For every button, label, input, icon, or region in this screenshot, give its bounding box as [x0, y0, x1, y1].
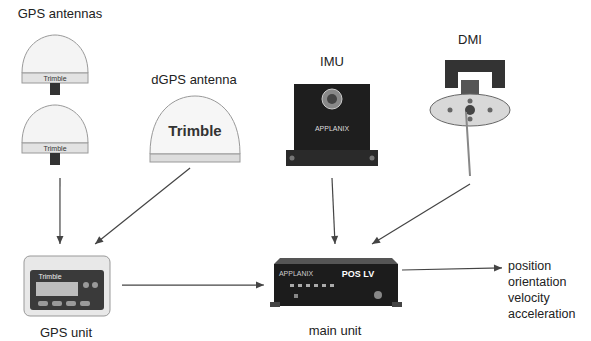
dmi-picture — [430, 60, 510, 176]
antenna-picture — [22, 35, 88, 95]
device-label: GPS antennas — [8, 6, 112, 21]
dgps-antenna-picture — [150, 96, 240, 162]
connector-arrow — [402, 265, 502, 272]
device-label: GPS unit — [14, 325, 118, 340]
brand-label: Trimble — [43, 75, 66, 82]
brand-label: POS LV — [342, 270, 374, 279]
antenna-picture — [22, 105, 88, 165]
device-label: DMI — [420, 32, 520, 47]
brand-label: Trimble — [43, 145, 66, 152]
device-label: main unit — [268, 323, 402, 338]
device-label: dGPS antenna — [136, 72, 252, 87]
output-list: position orientation velocity accelerati… — [508, 258, 588, 334]
gps-unit-picture — [24, 256, 110, 316]
main-unit-picture — [270, 258, 402, 307]
dgps-antenna: dGPS antenna — [136, 72, 252, 164]
brand-label: Trimble — [38, 273, 61, 280]
imu-picture — [286, 84, 378, 166]
dmi-device: DMI — [420, 32, 520, 182]
imu-device: IMU — [282, 54, 382, 172]
brand-label: APPLANIX — [279, 270, 313, 277]
connector-arrow — [331, 178, 338, 244]
gps-unit: GPS unit — [14, 250, 118, 340]
connector-arrow — [372, 184, 470, 244]
connector-arrow — [95, 168, 190, 244]
output-text: position orientation velocity accelerati… — [508, 258, 588, 322]
connector-arrow — [56, 178, 63, 244]
brand-label: APPLANIX — [315, 125, 349, 132]
connector-arrow — [122, 282, 264, 289]
brand-label: Trimble — [168, 123, 221, 138]
main-unit: main unit — [268, 250, 402, 338]
device-label: IMU — [282, 54, 382, 69]
